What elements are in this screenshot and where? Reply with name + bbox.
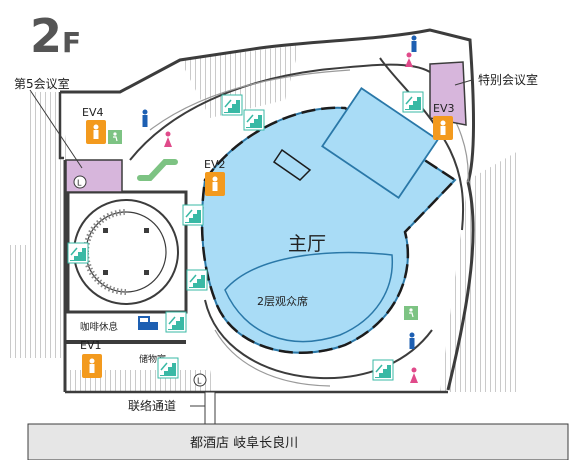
ev4-label: EV4: [82, 106, 103, 119]
svg-text:L: L: [77, 179, 82, 188]
floor-number: 2: [30, 9, 62, 63]
stairs-icon: [221, 94, 243, 116]
stairs-icon: [157, 357, 179, 379]
ev3-label: EV3: [433, 102, 454, 115]
ev1-label: EV1: [80, 339, 101, 352]
stairs-icon: [186, 269, 208, 291]
toilets-lower-right: [404, 306, 418, 383]
male-toilet-icon: [409, 332, 415, 338]
male-toilet-icon: [411, 35, 417, 41]
cafe-label: 咖啡休息: [80, 321, 118, 333]
cafe-block: [66, 190, 188, 344]
stairs-icon: [372, 359, 394, 381]
male-toilet-icon: [142, 109, 148, 115]
building-walls: [58, 28, 476, 394]
atm-icon: [138, 316, 158, 330]
toilets-upper-left: [108, 109, 172, 147]
hotel-label: 都酒店 岐阜长良川: [190, 435, 298, 451]
floor-label: 2 F: [30, 9, 81, 63]
ev2-label: EV2: [204, 158, 225, 171]
corridor-label: 联络通道: [128, 398, 176, 413]
escalator-icon: [137, 159, 178, 181]
floor-suffix: F: [62, 26, 81, 59]
locker-icon-lower: L: [193, 373, 207, 387]
stairs-icon: [182, 204, 204, 226]
leader-line-special: [454, 79, 473, 86]
hotel-bar: [27, 423, 569, 460]
stairs-icon: [165, 311, 187, 333]
stairs-icon: [243, 109, 265, 131]
main-hall: [200, 87, 457, 354]
meeting-room-5-label: 第5会议室: [14, 76, 70, 91]
elevator-ev2: EV2: [204, 158, 225, 196]
stairs-icon: [402, 91, 424, 113]
female-toilet-icon: [406, 52, 412, 58]
toilets-upper-right: [405, 35, 417, 67]
special-meeting-room-area: [429, 61, 467, 126]
connecting-corridor: [204, 391, 216, 425]
female-toilet-icon: [165, 131, 171, 137]
stairs-icon: [67, 242, 89, 264]
elevator-ev3: EV3: [433, 102, 454, 140]
balcony-label: 2层观众席: [257, 294, 308, 308]
locker-icon-upper: L: [73, 175, 87, 189]
female-toilet-icon: [411, 367, 417, 373]
svg-text:L: L: [197, 377, 202, 386]
special-meeting-room-label: 特别会议室: [478, 72, 538, 87]
meeting-room-5-area: [65, 159, 123, 193]
elevator-ev4: EV4: [82, 106, 106, 144]
elevator-ev1: EV1: [80, 339, 102, 378]
main-hall-label: 主厅: [288, 233, 326, 255]
leader-line-room5: [29, 89, 83, 169]
